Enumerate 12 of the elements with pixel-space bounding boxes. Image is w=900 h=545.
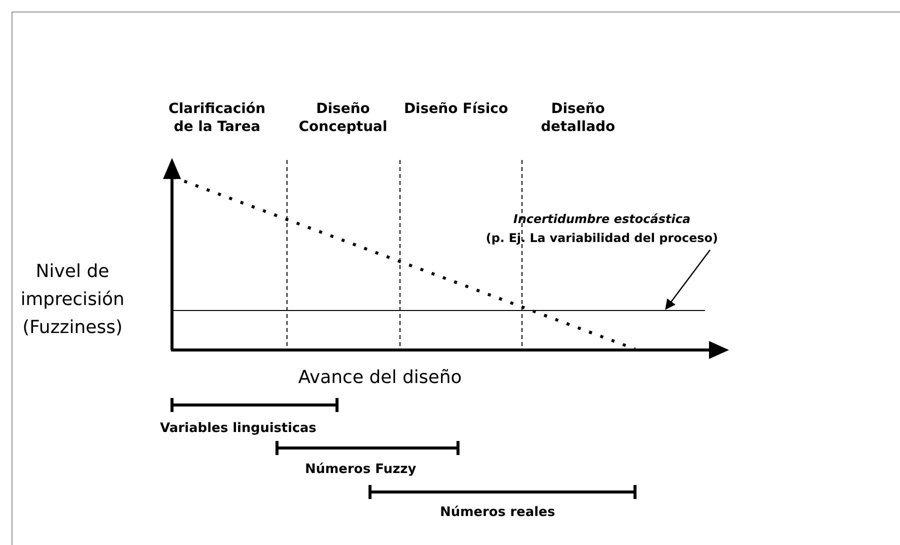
phase-label: Diseño Conceptual xyxy=(298,100,388,136)
phase-label: Clarificación de la Tarea xyxy=(167,100,267,136)
phase-label: Diseño detallado xyxy=(540,100,616,136)
range-label: Números Fuzzy xyxy=(305,462,416,477)
stochastic-level-line xyxy=(172,310,705,311)
axis-label: Avance del diseño xyxy=(297,367,463,388)
leader-line xyxy=(665,250,711,310)
range-label: Números reales xyxy=(440,505,556,520)
range-label: Variables linguisticas xyxy=(160,421,316,436)
annotation-text: Incertidumbre estocástica (p. Ej. La variabilidad del proceso) xyxy=(486,210,718,248)
phase-label: Diseño Físico xyxy=(402,100,510,118)
axis-label: Nivel de imprecisión (Fuzziness) xyxy=(20,260,126,340)
